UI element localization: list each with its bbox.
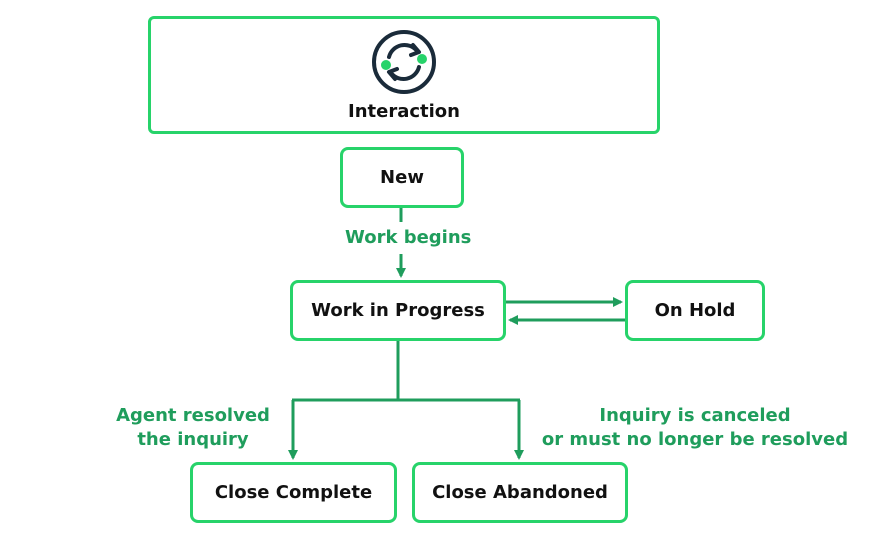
interaction-box: Interaction [148,16,660,134]
state-new-label: New [380,167,424,188]
sync-arrows-icon [369,27,439,97]
state-wip-label: Work in Progress [311,300,485,321]
state-hold-label: On Hold [654,300,736,321]
label-agent-resolved: Agent resolved the inquiry [110,404,276,452]
label-agent-resolved-line2: the inquiry [137,429,249,450]
state-abandoned-label: Close Abandoned [432,482,608,503]
label-agent-resolved-line1: Agent resolved [116,405,270,426]
label-canceled-line2: or must no longer be resolved [541,429,849,450]
label-work-begins: Work begins [345,227,472,248]
state-close-complete: Close Complete [190,462,397,523]
interaction-title: Interaction [348,101,460,122]
state-new: New [340,147,464,208]
state-on-hold: On Hold [625,280,765,341]
state-close-abandoned: Close Abandoned [412,462,628,523]
state-complete-label: Close Complete [214,482,373,503]
state-work-in-progress: Work in Progress [290,280,506,341]
label-canceled-line1: Inquiry is canceled [599,405,791,426]
label-inquiry-canceled: Inquiry is canceled or must no longer be… [540,404,850,452]
